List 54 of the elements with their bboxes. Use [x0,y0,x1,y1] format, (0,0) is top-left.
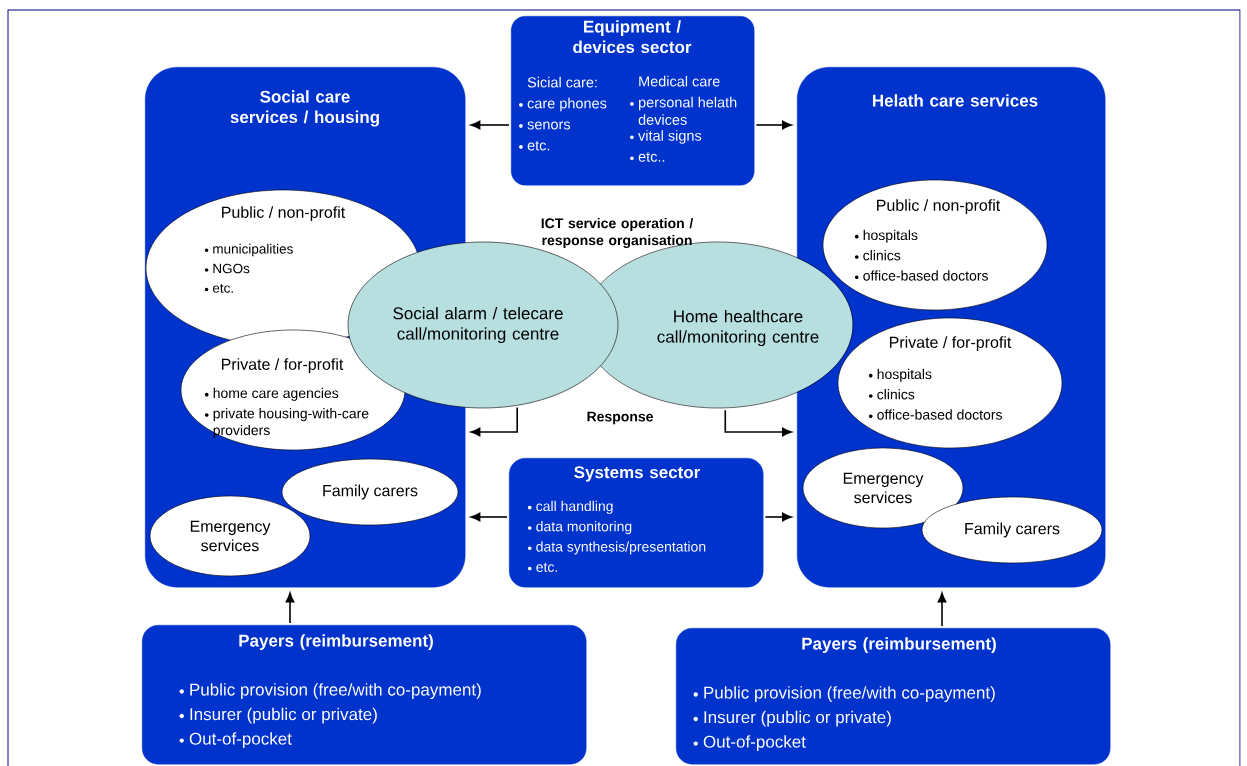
arrow [724,409,792,437]
arrow [470,512,508,522]
list-item: office-based doctors [868,409,1002,420]
list-item: hospitals [868,368,932,382]
ellipse-label: Emergency services [843,472,924,504]
box-heading: Equipment / devices sector [573,20,692,54]
list-item: etc.. [630,152,665,162]
list-item: data synthesis/presentation [527,541,706,555]
section-heading: ICT service operation / response organisation [541,217,694,249]
box-heading: Systems sector [574,466,701,482]
centre-label: Social alarm / telecare call/monitoring centre [393,306,563,344]
box-heading: Payers (reimbursement) [802,637,996,654]
list-item: etc. [519,140,550,151]
list-item: municipalities [204,243,293,257]
ellipse-heading: Public / non-profit [222,206,346,222]
list-item: clinics [854,250,901,261]
box-heading: Payers (reimbursement) [239,634,433,651]
arrow [470,406,518,437]
list-item: data monitoring [527,521,632,535]
box-heading: Social care services / housing [230,90,379,127]
list-item: NGOs [204,263,250,274]
list-item: Out-of-pocket [179,732,292,749]
list-item: vital signs [630,130,702,144]
arrow [764,512,792,522]
list-item: Public provision (free/with co-payment) [693,686,995,702]
list-item: Insurer (public or private) [179,707,377,724]
list-item: senors [519,121,571,130]
list-item: private housing-with-care providers [204,408,369,438]
list-item: etc. [527,562,557,572]
list-item: clinics [868,389,915,400]
list-item: care phones [519,97,607,112]
ellipse-heading: Private / for-profit [890,336,1012,352]
ellipse-heading: Public / non-profit [877,199,1001,215]
centre-label: Home healthcare call/monitoring centre [657,309,819,347]
list-item: Public provision (free/with co-payment) [179,683,481,699]
arrow [937,592,947,627]
list-item: office-based doctors [854,270,988,281]
list-item: etc. [204,283,233,293]
section-heading: Response [587,411,653,425]
arrow [755,120,792,130]
list-item: hospitals [854,229,918,243]
ellipse-heading: Private / for-profit [221,358,344,374]
arrow [285,592,295,624]
list-heading: Medical care [639,75,720,87]
list-item: call handling [527,500,613,514]
list-item: Insurer (public or private) [693,710,891,727]
ellipse-label: Family carers [965,522,1060,538]
list-heading: Sicial care: [527,76,597,88]
list-item: Out-of-pocket [693,735,806,752]
ellipse-label: Emergency services [190,520,271,552]
list-item: home care agencies [204,387,339,401]
box-heading: Helath care services [873,94,1038,107]
ellipse-label: Family carers [323,484,418,500]
arrow [470,120,510,130]
